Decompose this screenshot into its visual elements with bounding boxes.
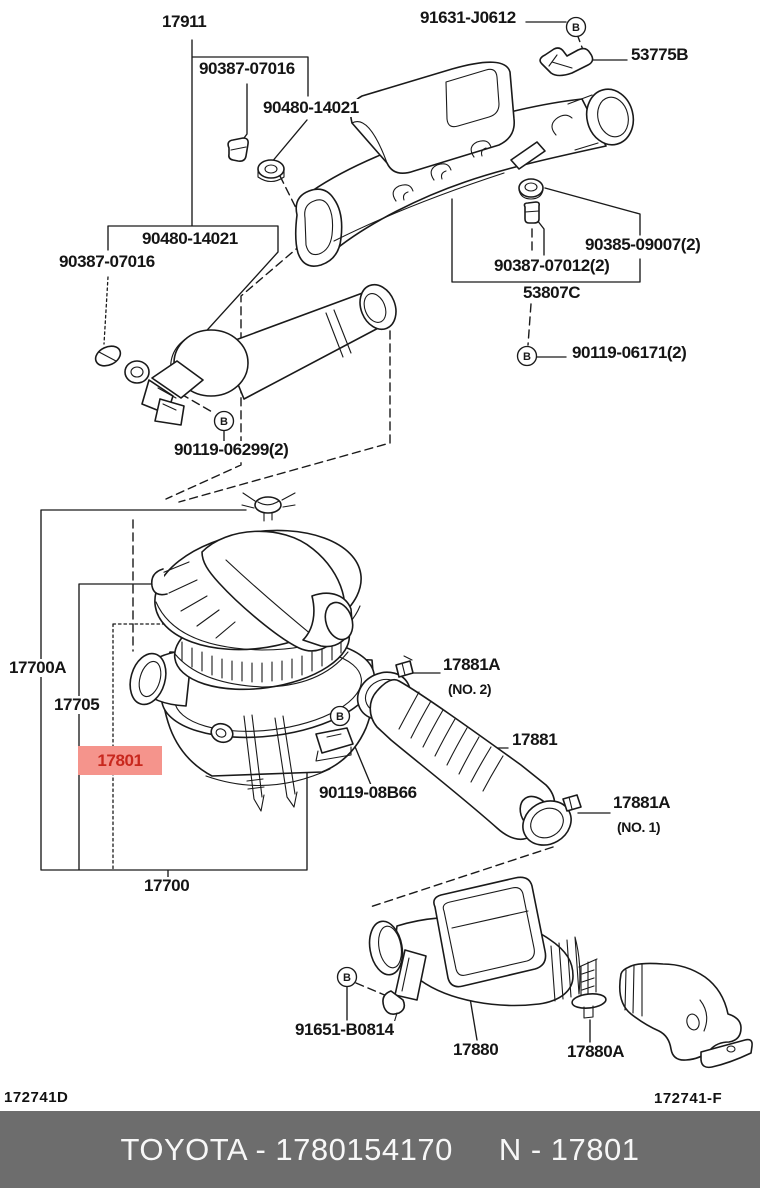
part-label-no1: (NO. 1) [615, 819, 663, 835]
part-label-17705[interactable]: 17705 [52, 695, 102, 714]
upper-air-duct-drawing [294, 61, 635, 267]
part-label-17801-highlighted[interactable]: 17801 [78, 746, 162, 775]
clip-53775b-drawing [539, 47, 594, 77]
mid-hose-assembly-drawing [94, 283, 397, 426]
part-label-17880a[interactable]: 17880A [565, 1042, 627, 1061]
part-label-no2: (NO. 2) [446, 681, 494, 697]
part-label-90119-06299[interactable]: 90119-06299(2) [172, 440, 291, 459]
b-marker-letter: B [343, 972, 351, 984]
part-number-banner: TOYOTA - 1780154170 N - 17801 [0, 1111, 760, 1188]
part-label-91651-b0814[interactable]: 91651-B0814 [293, 1020, 396, 1039]
part-label-90480-14021-b[interactable]: 90480-14021 [140, 229, 240, 248]
part-label-17700a[interactable]: 17700A [7, 658, 69, 677]
part-label-17881a-no2[interactable]: 17881A [441, 655, 503, 674]
part-label-53807c[interactable]: 53807C [521, 283, 583, 302]
banner-n-number: N - 17801 [498, 1131, 640, 1167]
banner-toyota-part-number: TOYOTA - 1780154170 [120, 1131, 453, 1167]
part-label-17911[interactable]: 17911 [160, 12, 209, 31]
figure-code-left: 172741D [4, 1089, 69, 1106]
part-label-91631-j0612[interactable]: 91631-J0612 [418, 8, 518, 27]
part-label-90387-07012[interactable]: 90387-07012(2) [492, 256, 612, 275]
flex-hose-17881-drawing [356, 655, 582, 846]
b-marker-letter: B [220, 416, 228, 428]
b-markers: B B B B B [213, 16, 587, 988]
b-marker-letter: B [523, 351, 531, 363]
leader-lines [40, 21, 641, 1043]
b-marker-letter: B [572, 22, 580, 34]
part-label-90119-08b66[interactable]: 90119-08B66 [317, 783, 419, 802]
part-label-17880[interactable]: 17880 [451, 1040, 501, 1059]
air-cleaner-assembly-drawing [129, 492, 376, 812]
part-label-17881a-no1[interactable]: 17881A [611, 793, 673, 812]
grommet-stud-drawing [518, 178, 544, 224]
figure-code-right: 172741-F [654, 1090, 723, 1107]
part-label-17700[interactable]: 17700 [142, 876, 192, 895]
upper-fasteners-drawing [227, 137, 285, 183]
part-label-90480-14021-a[interactable]: 90480-14021 [261, 98, 361, 117]
part-label-90385-09007[interactable]: 90385-09007(2) [583, 235, 703, 254]
b-marker-letter: B [336, 711, 344, 723]
lower-duct-assembly-drawing [368, 876, 753, 1069]
part-label-90387-07016-a[interactable]: 90387-07016 [197, 59, 297, 78]
part-label-90119-06171[interactable]: 90119-06171(2) [570, 343, 689, 362]
part-label-17881[interactable]: 17881 [510, 730, 560, 749]
part-label-53775b[interactable]: 53775B [629, 45, 691, 64]
part-label-90387-07016-b[interactable]: 90387-07016 [57, 252, 157, 271]
